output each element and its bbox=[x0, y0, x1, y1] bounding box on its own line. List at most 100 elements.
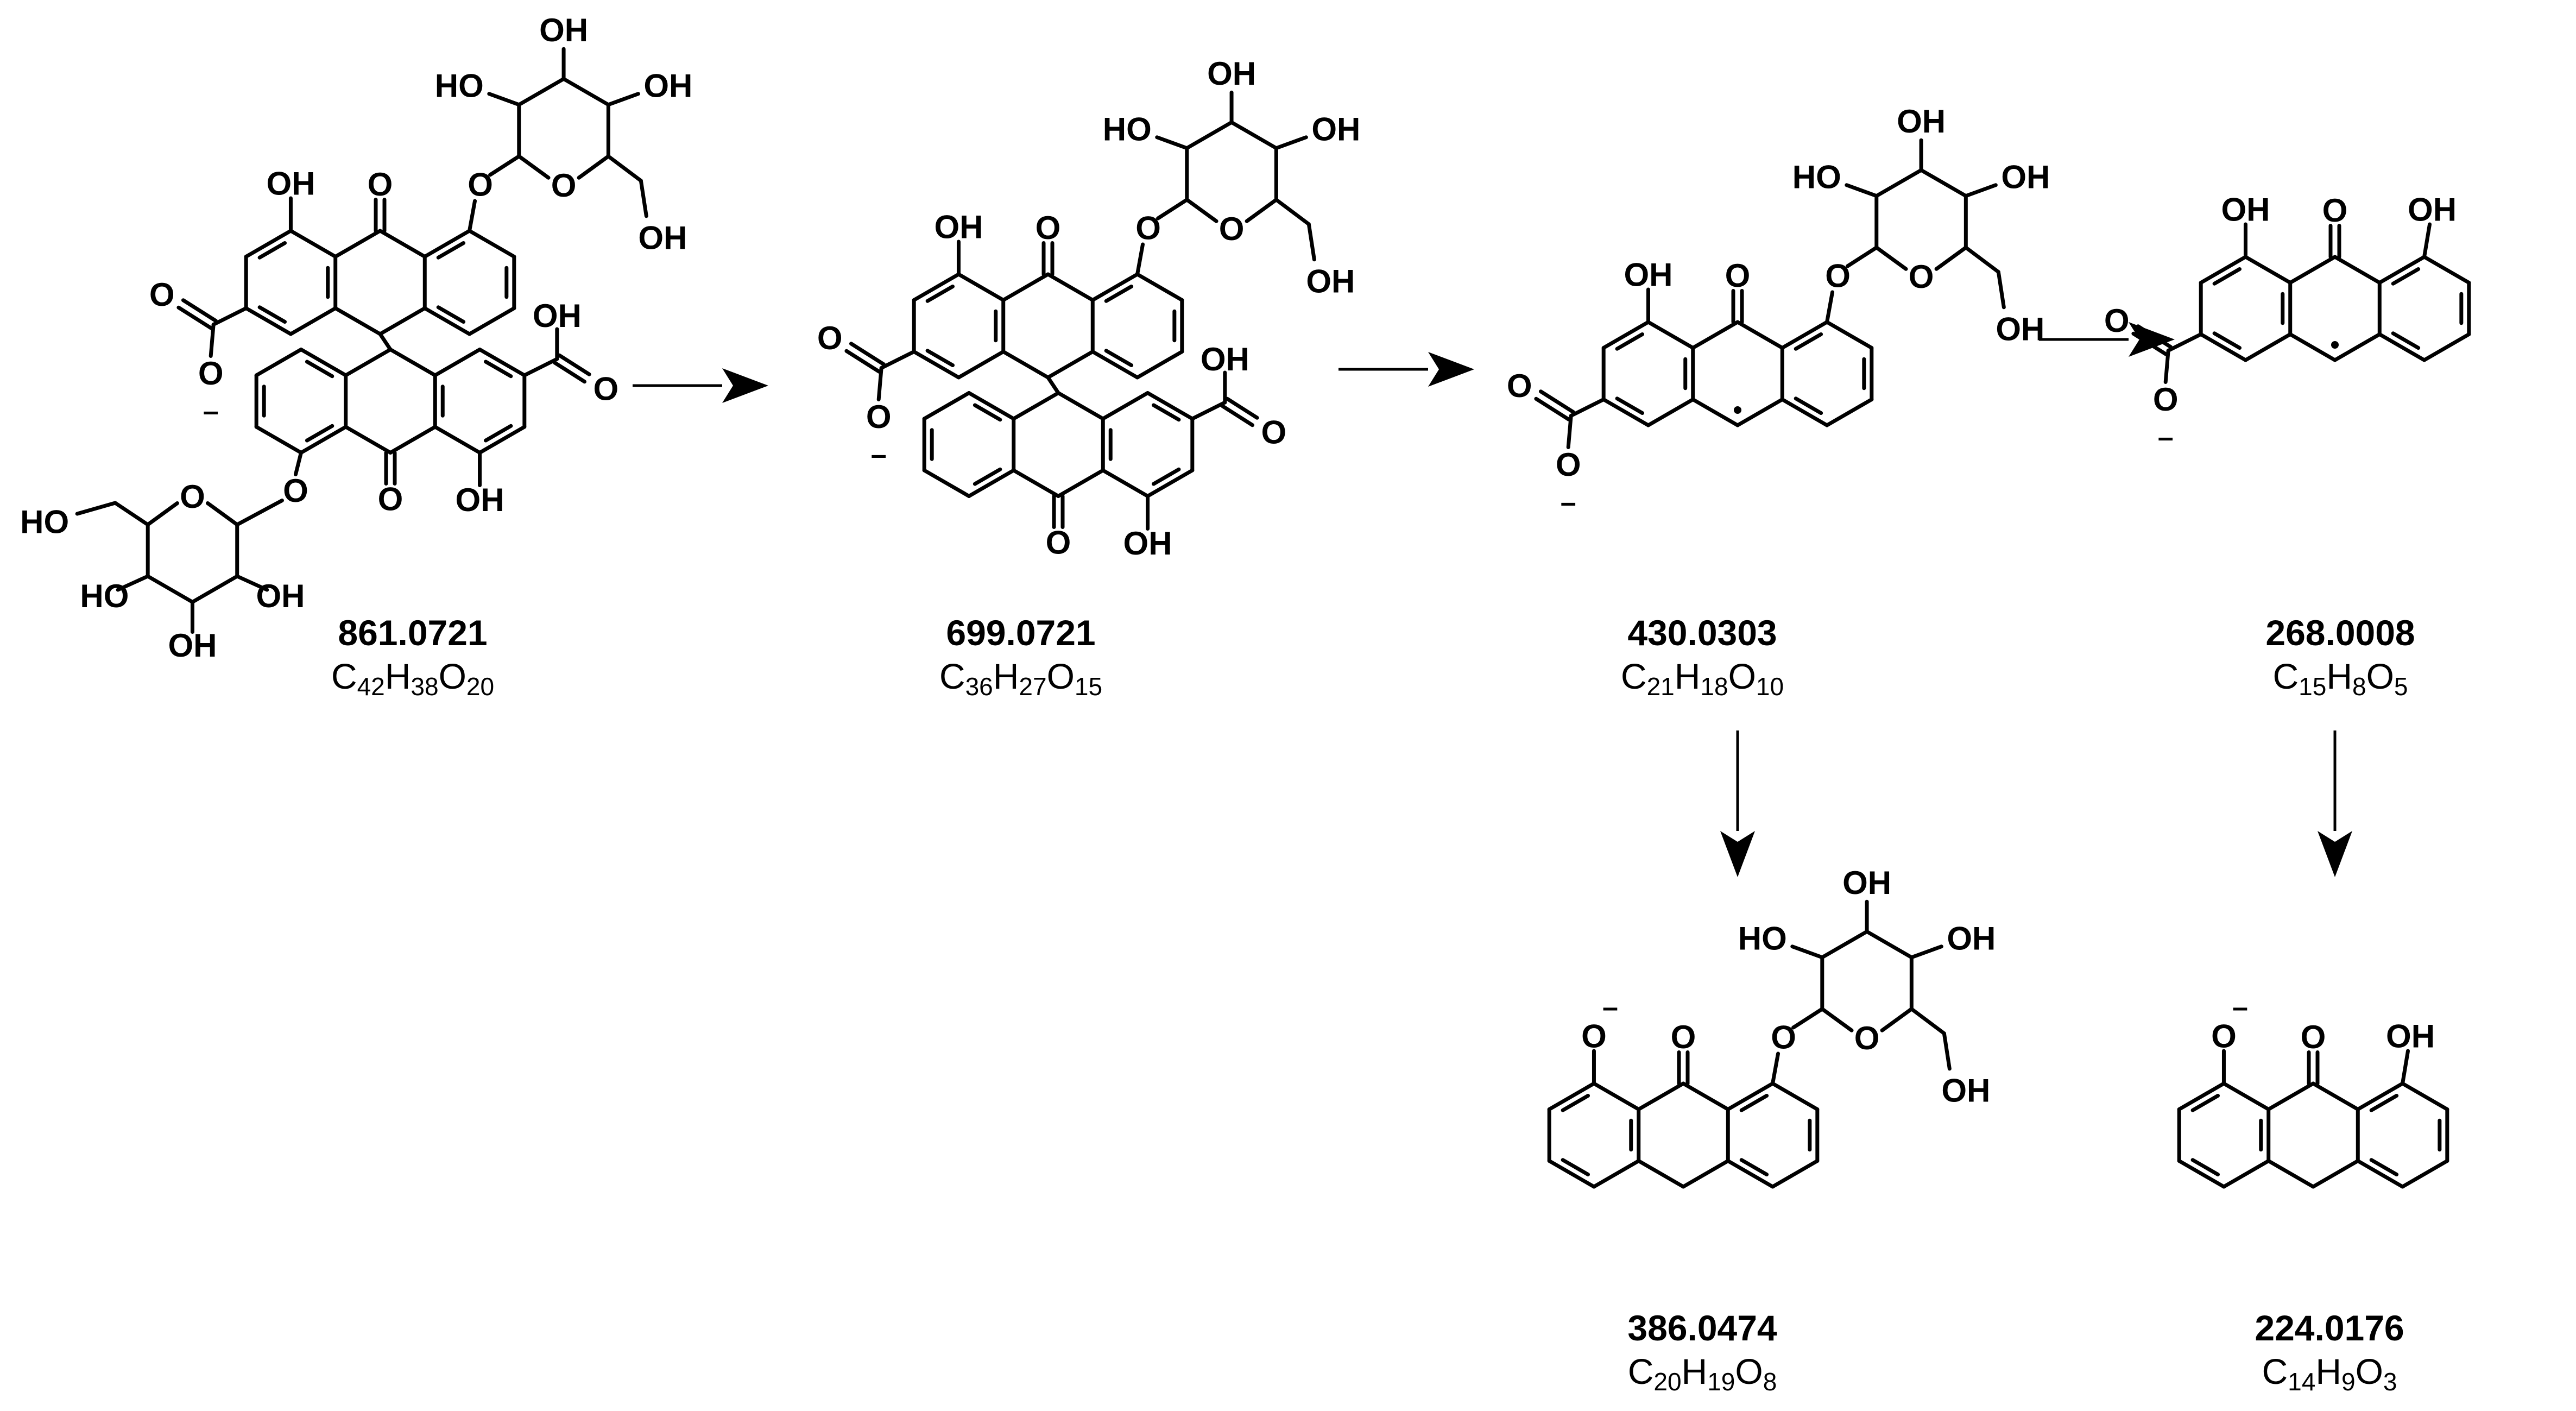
bond bbox=[553, 361, 587, 384]
bond bbox=[288, 306, 338, 336]
compound-3-mass: 430.0303 bbox=[1627, 613, 1777, 653]
bond bbox=[235, 499, 284, 527]
bond bbox=[2243, 332, 2293, 362]
bond bbox=[1135, 350, 1184, 380]
carboxyl-oxygen: O bbox=[593, 371, 618, 407]
bond bbox=[1820, 1007, 1854, 1032]
bond bbox=[436, 305, 466, 324]
bond bbox=[1615, 396, 1645, 415]
bond bbox=[876, 366, 883, 401]
bond bbox=[1101, 468, 1150, 498]
bond bbox=[378, 229, 427, 259]
bond bbox=[288, 229, 338, 259]
carbonyl-oxygen: O bbox=[2301, 1019, 2326, 1055]
hydroxyl-label: HO bbox=[435, 67, 484, 104]
bond bbox=[2401, 1049, 2410, 1086]
carboxyl-oxygen: O bbox=[1261, 414, 1286, 451]
compound-5-mass: 386.0474 bbox=[1627, 1308, 1777, 1348]
bond bbox=[1601, 398, 1650, 427]
bond bbox=[1012, 468, 1060, 498]
bond bbox=[1820, 929, 1869, 960]
bond bbox=[1104, 284, 1134, 303]
hydroxyl-label: HO bbox=[1103, 111, 1152, 147]
bond bbox=[577, 154, 610, 180]
arrow-430-to-386 bbox=[1720, 730, 1755, 877]
bond bbox=[1306, 222, 1316, 262]
bond bbox=[1691, 320, 1740, 350]
carbonyl-oxygen: O bbox=[1036, 210, 1061, 246]
hydroxyl-label: OH bbox=[533, 298, 582, 334]
hydroxyl-label: OH bbox=[2386, 1018, 2435, 1055]
hydroxyl-label: OH bbox=[643, 67, 692, 104]
sugar-ring-oxygen: O bbox=[1854, 1020, 1880, 1056]
bond bbox=[2288, 255, 2337, 285]
hydroxyl-label: OH bbox=[2408, 192, 2457, 228]
bond bbox=[925, 284, 955, 303]
bond bbox=[1046, 350, 1095, 380]
arrow-head bbox=[2129, 322, 2175, 357]
hydroxyl-label: OH bbox=[2221, 192, 2270, 228]
hydroxyl-label: OH bbox=[539, 12, 588, 48]
sugar-ring-oxygen: O bbox=[1909, 259, 1934, 295]
bond bbox=[912, 272, 961, 302]
carboxylate-oxygen: O bbox=[866, 399, 892, 435]
carboxyl-oxygen: O bbox=[149, 276, 175, 313]
bond bbox=[1046, 272, 1095, 302]
hydroxyl-label: OH bbox=[934, 209, 983, 245]
carbonyl-oxygen: O bbox=[378, 481, 403, 518]
bond bbox=[1996, 270, 2006, 310]
bond bbox=[2266, 1159, 2315, 1189]
carbonyl-oxygen: O bbox=[2322, 192, 2348, 229]
carboxyl-oxygen: O bbox=[2104, 303, 2130, 339]
bond bbox=[1963, 183, 1998, 198]
bond bbox=[1825, 290, 1835, 324]
bond bbox=[244, 229, 293, 259]
bond bbox=[299, 425, 348, 455]
bond bbox=[1942, 1031, 1952, 1071]
bond bbox=[1681, 1081, 1730, 1111]
hydroxyl-label: OH bbox=[1624, 257, 1672, 293]
bond bbox=[1090, 272, 1140, 302]
bond bbox=[557, 353, 591, 376]
bond bbox=[2266, 1081, 2315, 1111]
bond bbox=[1185, 120, 1234, 150]
bond bbox=[2369, 1093, 2399, 1112]
carboxyl-oxygen: O bbox=[817, 320, 843, 356]
bond bbox=[967, 391, 1016, 421]
compound-1-mass: 861.0721 bbox=[338, 613, 488, 653]
bond bbox=[1637, 1159, 1685, 1189]
bond bbox=[1794, 396, 1823, 415]
bond bbox=[1880, 1007, 1914, 1032]
compound-3-caption: 430.0303 C21H18O10 bbox=[1539, 611, 1865, 708]
bond bbox=[2163, 349, 2170, 384]
bond bbox=[1151, 467, 1181, 486]
hydroxyl-label: OH bbox=[168, 627, 217, 664]
bond bbox=[2401, 1159, 2449, 1189]
arrow-861-to-699 bbox=[633, 368, 768, 403]
bond bbox=[1963, 245, 2000, 274]
bond bbox=[2401, 1081, 2449, 1111]
bond bbox=[2166, 332, 2203, 352]
bond bbox=[2422, 222, 2432, 259]
bond bbox=[1012, 391, 1060, 421]
hydroxyl-label: OH bbox=[1123, 525, 1172, 562]
compound-2-formula: C36H27O15 bbox=[939, 656, 1103, 701]
bond bbox=[1156, 198, 1189, 221]
compound-4-caption: 268.0008 C15H8O5 bbox=[2177, 611, 2503, 708]
negative-charge: – bbox=[203, 396, 219, 427]
arrow-head bbox=[722, 368, 768, 403]
arrow-430-to-268 bbox=[2039, 322, 2175, 357]
bond bbox=[1190, 400, 1227, 421]
bond bbox=[1825, 320, 1874, 350]
bond bbox=[849, 342, 886, 367]
bond bbox=[1547, 1081, 1596, 1111]
bond bbox=[1874, 168, 1923, 198]
bond bbox=[1735, 320, 1784, 350]
bond bbox=[1846, 245, 1879, 268]
bond bbox=[235, 574, 269, 592]
bond bbox=[922, 391, 971, 421]
hydroxyl-label: HO bbox=[20, 504, 69, 540]
bond bbox=[956, 272, 1006, 302]
